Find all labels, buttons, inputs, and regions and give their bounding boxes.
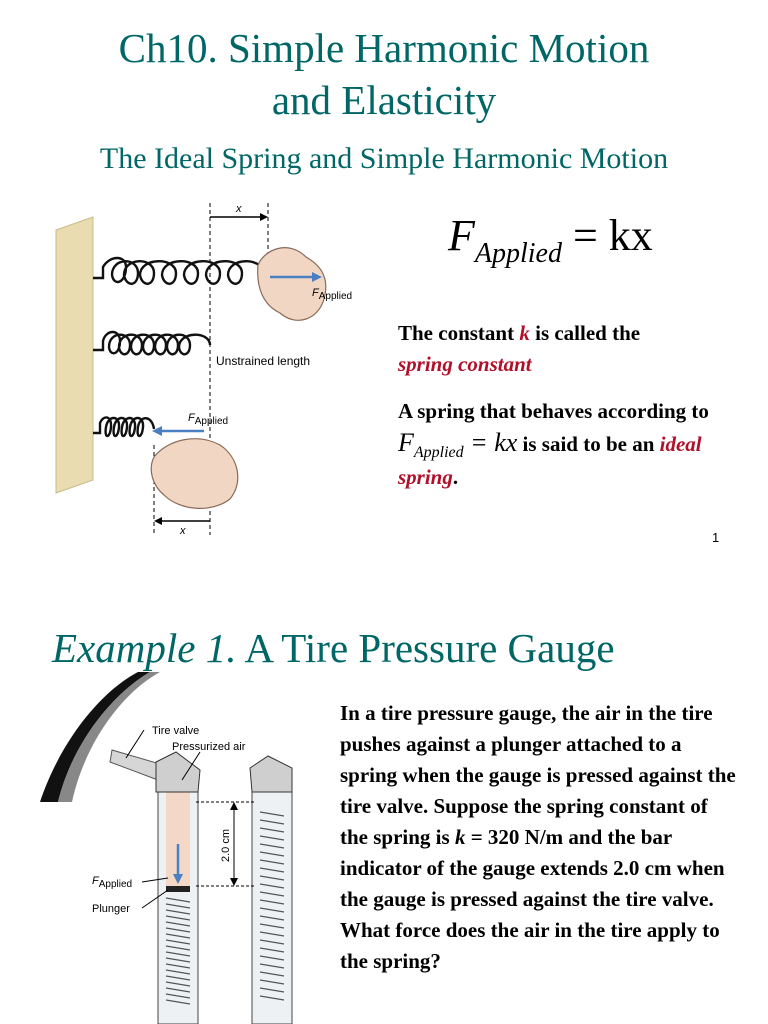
- para1-pre: The constant: [398, 321, 520, 345]
- ideal-spring-paragraph: A spring that behaves according to FAppl…: [398, 396, 738, 493]
- hand-pushing: [150, 438, 239, 509]
- tire: [40, 672, 150, 802]
- example-title: Example 1. A Tire Pressure Gauge: [52, 624, 615, 672]
- plunger: [166, 886, 190, 892]
- hand-pulling: [257, 247, 327, 321]
- para1-k: k: [519, 321, 530, 345]
- spring-unstrained: [93, 330, 212, 356]
- callout-plunger: [141, 889, 169, 909]
- para2-post: is said to be an: [517, 432, 660, 456]
- dim-arrowhead-bottom: [230, 878, 238, 886]
- example-title-text: A Tire Pressure Gauge: [236, 625, 615, 671]
- slide-subtitle: The Ideal Spring and Simple Harmonic Mot…: [99, 142, 669, 175]
- tire-inner: [58, 672, 160, 802]
- spring-right: [259, 811, 285, 1001]
- formula-subscript: Applied: [474, 238, 562, 269]
- gauge-right-body: [251, 791, 293, 1024]
- pressurized-air-label: Pressurized air: [172, 741, 246, 753]
- wall: [55, 216, 94, 494]
- callout-f-applied: [141, 877, 169, 883]
- f-applied-arrowhead: [173, 874, 183, 884]
- f-applied-label-top: FApplied: [312, 287, 352, 302]
- unstrained-length-label: Unstrained length: [216, 354, 310, 368]
- tire-gauge-figure: 2.0 cm Tire valve Pressurized air FAppli…: [40, 672, 293, 1024]
- x-arrowhead-bottom: [154, 517, 162, 525]
- f-applied-label-bottom: FApplied: [188, 412, 228, 427]
- problem-text-1: In a tire pressure gauge, the air in the…: [340, 701, 736, 849]
- title-line-2: and Elasticity: [271, 77, 497, 123]
- problem-statement: In a tire pressure gauge, the air in the…: [340, 698, 740, 977]
- slide-1: Ch10. Simple Harmonic Motion and Elastic…: [0, 22, 768, 545]
- f-applied-arrowhead-top: [312, 272, 322, 282]
- gauge-left-head: [155, 751, 201, 793]
- example-number: Example 1.: [52, 625, 237, 671]
- spring-constant-term: spring constant: [398, 352, 532, 376]
- x-label-bottom: x: [179, 525, 186, 537]
- tire-valve: [109, 749, 161, 781]
- ideal-spring-term: ideal spring: [398, 432, 702, 489]
- para1-post: is called the: [529, 321, 641, 345]
- f-applied-label: FApplied: [92, 875, 132, 890]
- title-line-1: Ch10. Simple Harmonic Motion: [118, 25, 650, 71]
- formula-rhs: = kx: [561, 211, 653, 260]
- tire-valve-label: Tire valve: [152, 725, 199, 737]
- dim-arrowhead-top: [230, 802, 238, 810]
- spring-stretched: [93, 256, 270, 285]
- spring-constant-paragraph: The constant k is called the spring cons…: [398, 318, 738, 380]
- formula-f: F: [448, 211, 475, 260]
- x-label-top: x: [235, 203, 242, 215]
- spring-figure: x FApplied Unstrained length FApplied x: [55, 203, 352, 537]
- spring-left: [165, 897, 191, 1005]
- problem-k: k: [454, 825, 466, 849]
- slide-title: Ch10. Simple Harmonic Motion and Elastic…: [0, 22, 768, 126]
- callout-pressurized-air: [181, 751, 201, 781]
- para2-end: .: [452, 465, 459, 489]
- slide-2: Example 1. A Tire Pressure Gauge: [0, 600, 768, 1024]
- inline-formula: FApplied = kx: [398, 428, 518, 461]
- f-applied-arrowhead-bottom: [152, 426, 162, 436]
- hookes-law-formula: FApplied = kx: [448, 210, 653, 269]
- callout-tire-valve: [125, 729, 145, 759]
- x-arrowhead-top: [260, 213, 268, 221]
- plunger-label: Plunger: [92, 903, 130, 915]
- para2-pre: A spring that behaves according to: [398, 399, 709, 423]
- page-number: 1: [712, 530, 720, 545]
- problem-text-2: = 320 N/m and the bar indicator of the g…: [340, 825, 725, 973]
- gauge-right-head: [249, 755, 293, 793]
- dimension-label: 2.0 cm: [220, 829, 232, 862]
- spring-compressed: [93, 416, 156, 438]
